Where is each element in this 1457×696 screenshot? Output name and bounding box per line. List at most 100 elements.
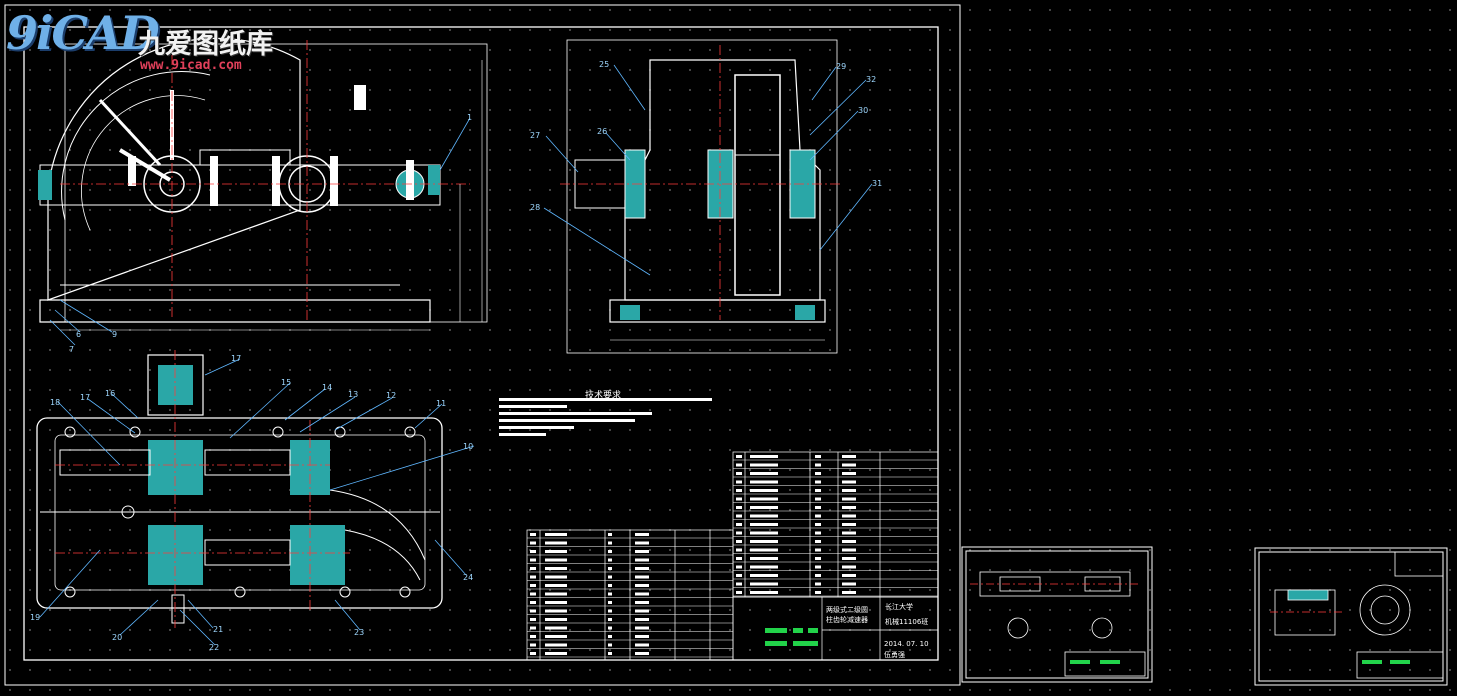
parts-list-entry (842, 497, 856, 501)
parts-list-entry (736, 557, 742, 560)
parts-list-entry (530, 575, 536, 579)
parts-list-entry (842, 480, 856, 484)
parts-list-entry (530, 635, 536, 638)
site-url: www.9icad.com (140, 58, 242, 73)
parts-list-entry (736, 455, 742, 458)
parts-list-entry (608, 601, 612, 604)
gear-spoke (98, 98, 162, 167)
leader-line (179, 609, 216, 646)
parts-list-entry (635, 626, 649, 630)
parts-list-entry (608, 550, 612, 553)
side-gear-upper (734, 74, 781, 156)
parts-list-entry (545, 567, 567, 570)
bolt-hole (64, 426, 76, 438)
parts-list-entry (530, 541, 536, 545)
parts-list-entry (750, 497, 778, 501)
parts-list-entry (736, 523, 742, 526)
leader-line (605, 132, 631, 161)
top-housing-outline (36, 417, 443, 609)
parts-list-entry (842, 548, 856, 552)
requirement-line (499, 412, 652, 415)
parts-list-entry (608, 558, 612, 562)
gear-detail (1270, 551, 1444, 679)
parts-list-entry (635, 550, 649, 553)
bolt-hole (399, 586, 411, 598)
part-label: 23 (354, 628, 364, 637)
leader-line (334, 599, 361, 631)
parts-list-entry (635, 618, 649, 621)
parts-list-entry (815, 557, 821, 560)
title-line-1: 两级式二级圆 (826, 605, 868, 614)
parts-list-entry (530, 601, 536, 604)
top-center-lines (55, 350, 350, 628)
leader-line (613, 64, 646, 111)
parts-list-entry (815, 565, 821, 569)
parts-list-entry (815, 480, 821, 484)
parts-list-entry (635, 609, 649, 613)
parts-list-entry (635, 601, 649, 604)
top-leaders (39, 358, 475, 646)
part-label: 11 (436, 399, 446, 408)
parts-list-rows (527, 455, 938, 658)
class-name: 机械11106班 (885, 617, 928, 626)
parts-list-entry (750, 582, 778, 586)
parts-list-entry (736, 463, 742, 467)
part-label: 15 (281, 378, 291, 387)
parts-list-entry (736, 489, 742, 492)
shaft-title-green (1070, 660, 1120, 664)
drawing-author: 伍勇强 (884, 650, 905, 659)
green-cell (793, 628, 803, 633)
parts-list-entry (842, 582, 856, 586)
parts-list-entry (736, 506, 742, 509)
part-label: 30 (858, 106, 868, 115)
parts-list-entry (530, 592, 536, 596)
parts-list-entry (608, 584, 612, 587)
parts-list-entry (530, 609, 536, 613)
green-cell (1390, 660, 1410, 664)
parts-list-entry (815, 455, 821, 458)
bolt-hole (129, 426, 141, 438)
green-cell (765, 628, 787, 633)
parts-list-entry (736, 591, 742, 594)
technical-requirements-lines (499, 398, 712, 436)
side-view-extent (566, 39, 838, 354)
parts-list-entry (635, 635, 649, 638)
parts-list-entry (750, 480, 778, 484)
parts-list-entry (750, 531, 778, 535)
parts-list-entry (545, 609, 567, 613)
part-label: 25 (599, 60, 609, 69)
parts-list-entry (545, 558, 567, 562)
front-view: 1 6 7 9 (38, 37, 488, 354)
parts-list-entry (750, 514, 778, 518)
bolt (406, 160, 414, 200)
top-section-view: 10 11 12 13 14 15 16 17 17 18 19 20 21 2… (30, 350, 475, 652)
shaft-section-circle (1091, 617, 1113, 639)
parts-list-entry (608, 592, 612, 596)
parts-list-entry (545, 550, 567, 553)
parts-list-entry (842, 531, 856, 535)
parts-list-entry (815, 497, 821, 501)
shaft-section (204, 449, 291, 476)
side-foot-right (795, 305, 815, 320)
parts-list-entry (635, 558, 649, 562)
parts-list-entry (530, 558, 536, 562)
leader-line (187, 599, 214, 629)
parts-list-entry (842, 574, 856, 577)
green-cell (1362, 660, 1382, 664)
parts-list-entry (815, 531, 821, 535)
green-cell (1070, 660, 1090, 664)
bolt (330, 156, 338, 206)
parts-list-entry (530, 550, 536, 553)
part-label: 1 (467, 113, 472, 122)
parts-list-entry (635, 643, 649, 647)
parts-list-entry (545, 541, 567, 545)
gear-section (148, 440, 203, 495)
output-shaft (171, 594, 185, 624)
title-block-green-cells (765, 628, 818, 646)
shaft-section (204, 539, 291, 566)
leader-line (545, 135, 579, 173)
leader-line (229, 382, 291, 439)
technical-requirements-title: 技术要求 (585, 391, 622, 401)
parts-list-entry (815, 463, 821, 467)
front-housing-body (39, 164, 441, 206)
